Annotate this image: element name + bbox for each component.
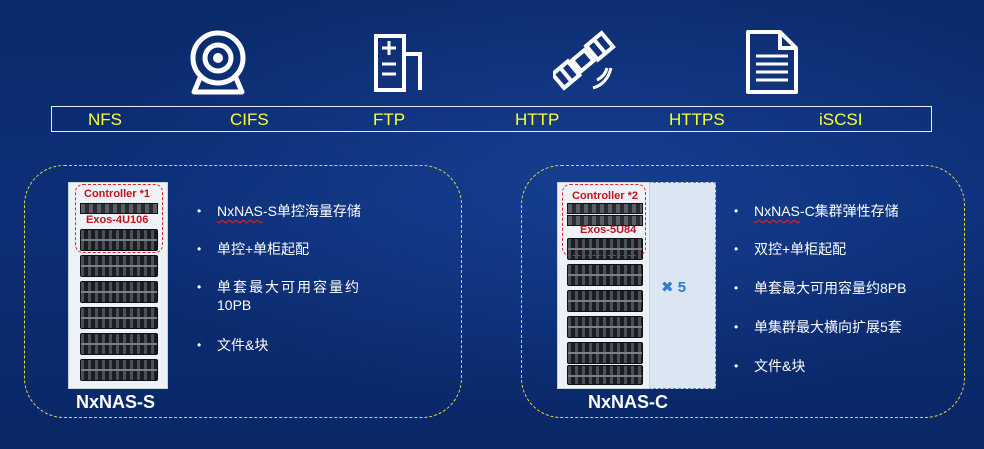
scale-out-panel	[648, 182, 716, 389]
protocol-nfs: NFS	[88, 110, 122, 129]
disk-enclosure	[567, 365, 643, 385]
controller-label: Controller *2	[572, 190, 639, 202]
nxnas-s-features: • NxNAS-S单控海量存储 •单控+单柜起配 •单套最大可用容量约 10PB…	[197, 203, 361, 353]
disk-enclosure	[80, 229, 158, 251]
disk-enclosure	[80, 359, 158, 381]
controller-unit	[80, 203, 158, 214]
webcam-icon	[190, 30, 246, 95]
disk-enclosure	[80, 307, 158, 329]
multiplier: ✖ 5	[661, 279, 687, 296]
disk-enclosure	[80, 281, 158, 303]
disk-enclosure	[567, 342, 643, 364]
protocol-ftp: FTP	[373, 110, 406, 129]
nxnas-s-rack	[68, 182, 168, 389]
controller-label: Controller *1	[84, 188, 151, 200]
protocol-http: HTTP	[515, 110, 560, 129]
disk-enclosure	[567, 290, 643, 312]
product-name: NxNAS-S	[76, 392, 156, 412]
controller-highlight	[562, 184, 646, 256]
controller-unit	[567, 215, 643, 226]
nxnas-c-group	[521, 165, 965, 418]
model-label: Exos-5U84	[580, 224, 637, 236]
disk-enclosure	[80, 333, 158, 355]
disk-enclosure	[80, 255, 158, 277]
building-icon	[374, 34, 422, 92]
nxnas-s-group	[24, 165, 462, 418]
multiply-icon: ✖	[661, 279, 678, 296]
protocol-bar: NFS CIFS FTP HTTP HTTPS iSCSI	[51, 106, 932, 132]
product-name: NxNAS-C	[588, 392, 669, 412]
protocol-cifs: CIFS	[230, 110, 269, 129]
model-label: Exos-4U106	[86, 214, 149, 226]
protocol-iscsi: iSCSI	[819, 110, 863, 129]
controller-highlight	[75, 184, 163, 253]
disk-enclosure	[567, 264, 643, 286]
protocol-https: HTTPS	[669, 110, 725, 129]
nxnas-c-features: • NxNAS-C集群弹性存储 •双控+单柜起配 •单套最大可用容量约8PB •…	[734, 203, 907, 374]
document-icon	[746, 30, 798, 94]
controller-unit	[567, 203, 643, 214]
satellite-icon	[553, 30, 616, 91]
disk-enclosure	[567, 316, 643, 338]
